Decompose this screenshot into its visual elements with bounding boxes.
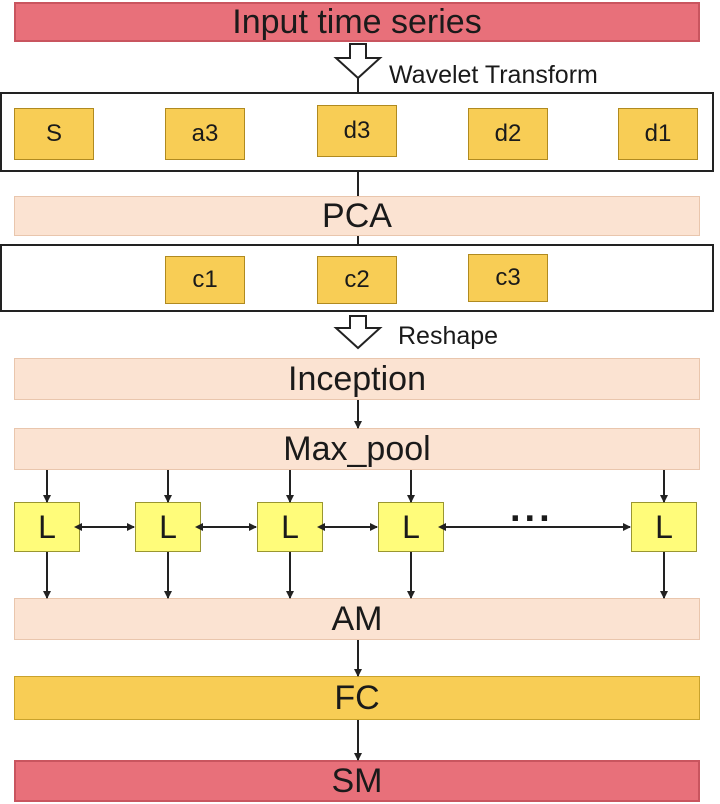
wavelet-components-group [0, 92, 714, 172]
lstm-unit-4: L [378, 502, 444, 552]
pca-component-c1: c1 [165, 256, 245, 304]
lstm-unit-1: L [14, 502, 80, 552]
wavelet-component-a3: a3 [165, 108, 245, 160]
hollow-arrow-wavelet [333, 43, 383, 80]
am-label: AM [331, 599, 383, 638]
pca-component-c3: c3 [468, 254, 548, 302]
sm-label: SM [331, 761, 383, 800]
wavelet-component-label: d2 [494, 120, 522, 147]
wavelet-component-d2: d2 [468, 108, 548, 160]
lstm-unit-label: L [402, 508, 420, 545]
input-time-series-box: Input time series [14, 2, 700, 42]
input-time-series-label: Input time series [232, 2, 482, 41]
wavelet-component-label: d1 [644, 120, 672, 147]
wavelet-component-d3: d3 [317, 105, 397, 157]
max-pool-label: Max_pool [283, 429, 431, 468]
wavelet-component-label: a3 [191, 120, 219, 147]
am-box: AM [14, 598, 700, 640]
pca-components-group [0, 244, 714, 312]
inception-label: Inception [288, 359, 426, 398]
pca-component-label: c3 [495, 264, 521, 291]
lstm-unit-label: L [159, 508, 177, 545]
pca-component-c2: c2 [317, 256, 397, 304]
lstm-unit-3: L [257, 502, 323, 552]
pca-component-label: c2 [344, 266, 370, 293]
wavelet-transform-label: Wavelet Transform [389, 61, 598, 89]
fc-box: FC [14, 676, 700, 720]
wavelet-component-label: S [45, 120, 62, 147]
wavelet-component-d1: d1 [618, 108, 698, 160]
lstm-unit-label: L [38, 508, 56, 545]
lstm-unit-label: L [655, 508, 673, 545]
pca-component-label: c1 [192, 266, 218, 293]
sm-box: SM [14, 760, 700, 802]
max-pool-box: Max_pool [14, 428, 700, 470]
wavelet-component-label: d3 [343, 117, 371, 144]
hollow-arrow-reshape [333, 315, 383, 350]
wavelet-component-s: S [14, 108, 94, 160]
pca-label: PCA [322, 196, 392, 235]
fc-label: FC [334, 678, 380, 717]
pca-box: PCA [14, 196, 700, 236]
reshape-label: Reshape [398, 322, 499, 350]
lstm-unit-label: L [281, 508, 299, 545]
inception-box: Inception [14, 358, 700, 400]
